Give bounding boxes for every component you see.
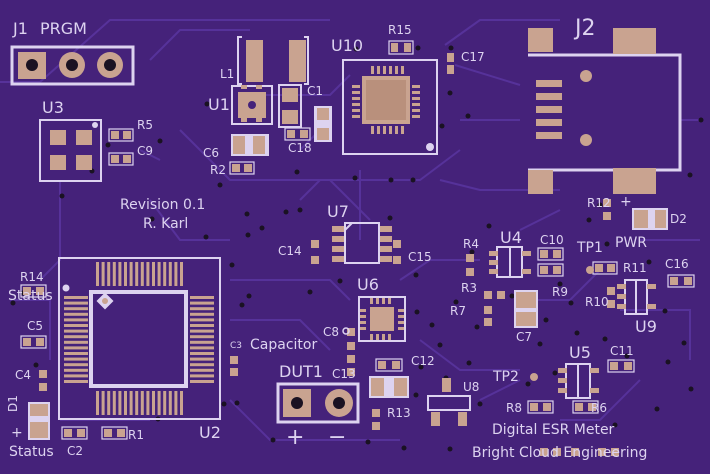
- pwr-label: PWR: [615, 235, 648, 251]
- u6-pins: [360, 298, 404, 340]
- c2-label: C2: [67, 444, 84, 458]
- u4-chip: [489, 246, 531, 278]
- u5-label: U5: [569, 343, 591, 362]
- u2-pins: [64, 262, 214, 415]
- d2-label: D2: [670, 212, 687, 226]
- r6-label: R6: [591, 401, 607, 415]
- d1-led: [28, 402, 50, 440]
- u9-chip: [617, 279, 656, 315]
- c12-label: C12: [411, 354, 435, 368]
- dut-minus-label: −: [328, 425, 347, 450]
- c11-label: C11: [610, 344, 634, 358]
- c9-label: C9: [137, 144, 154, 158]
- status-bottom-label: Status: [9, 444, 54, 460]
- test-points: [530, 266, 594, 381]
- r2-label: R2: [210, 163, 226, 177]
- u10-pins: [352, 66, 420, 134]
- u1-label: U1: [208, 95, 230, 114]
- u4-label: U4: [500, 228, 522, 247]
- prgm-label: PRGM: [40, 19, 87, 38]
- r11-label: R11: [623, 261, 647, 275]
- r10-label: R10: [585, 295, 609, 309]
- d1-plus-label: +: [11, 425, 23, 441]
- c15-label: C15: [408, 250, 432, 264]
- c4-label: C4: [15, 368, 32, 382]
- u7-label: U7: [327, 202, 349, 221]
- r3-label: R3: [461, 281, 477, 295]
- u2-label: U2: [199, 423, 221, 442]
- r14-label: R14: [20, 270, 44, 284]
- c7-capacitor: [514, 290, 538, 328]
- u8-chip: [427, 378, 471, 426]
- c12-capacitor: [369, 376, 409, 398]
- u5-chip: [558, 363, 599, 399]
- c16-label: C16: [665, 257, 689, 271]
- tp2-label: TP2: [493, 369, 519, 385]
- l1-inductor: [237, 36, 309, 85]
- u6-chip: [358, 296, 406, 342]
- tp1-label: TP1: [577, 240, 603, 256]
- revision-label: Revision 0.1: [120, 197, 206, 213]
- passive-outlines: [20, 40, 695, 440]
- u3-label: U3: [42, 98, 64, 117]
- c10-label: C10: [540, 233, 564, 247]
- r8-label: R8: [506, 401, 522, 415]
- c1-label: C1: [307, 84, 324, 98]
- u6-label: U6: [357, 275, 379, 294]
- u9-label: U9: [635, 317, 657, 336]
- j1-label: J1: [13, 19, 28, 38]
- j1-header: [10, 45, 135, 86]
- u2-chip: [58, 257, 221, 420]
- j2-label: J2: [575, 16, 596, 41]
- r15-label: R15: [388, 23, 412, 37]
- l1-label: L1: [220, 67, 235, 81]
- dut1-connector: [276, 382, 360, 424]
- status-top-label: Status: [8, 288, 53, 304]
- author-label: R. Karl: [143, 216, 189, 232]
- r12-plus-label: +: [620, 194, 632, 210]
- c6-label: C6: [203, 146, 220, 160]
- u10-chip: [342, 59, 438, 155]
- c1-capacitor: [278, 84, 332, 142]
- c5-label: C5: [27, 319, 44, 333]
- u7-chip: [332, 222, 392, 264]
- d2-led: [632, 208, 668, 230]
- vias: [10, 45, 704, 452]
- r1-label: R1: [128, 428, 144, 442]
- company-label: Bright Cloud Engineering: [472, 445, 648, 461]
- r9-label: R9: [552, 285, 568, 299]
- c18-label: C18: [288, 141, 312, 155]
- r7-label: R7: [450, 304, 466, 318]
- c7-label: C7: [516, 330, 533, 344]
- j2-connector: [528, 28, 682, 194]
- r13-label: R13: [387, 406, 411, 420]
- dut1-label: DUT1: [279, 362, 323, 381]
- u8-label: U8: [463, 380, 480, 394]
- c8-label: C8: [323, 325, 340, 339]
- r4-label: R4: [463, 237, 479, 251]
- u10-label: U10: [331, 36, 364, 55]
- c6-capacitor: [231, 134, 269, 156]
- capacitor-label: Capacitor: [250, 337, 318, 353]
- board-title: Digital ESR Meter: [492, 422, 615, 438]
- d1-label: D1: [6, 395, 20, 412]
- copper-traces: [0, 19, 700, 441]
- r12-label: R12: [587, 196, 611, 210]
- c14-label: C14: [278, 244, 302, 258]
- c17-label: C17: [461, 50, 485, 64]
- c13-label: C13: [332, 367, 356, 381]
- u3-chip: [39, 119, 102, 182]
- u1-chip: [231, 85, 273, 125]
- passives: [23, 43, 692, 456]
- c3-label: C3: [230, 341, 243, 351]
- r5-label: R5: [137, 118, 153, 132]
- dut-plus-label: +: [286, 425, 305, 450]
